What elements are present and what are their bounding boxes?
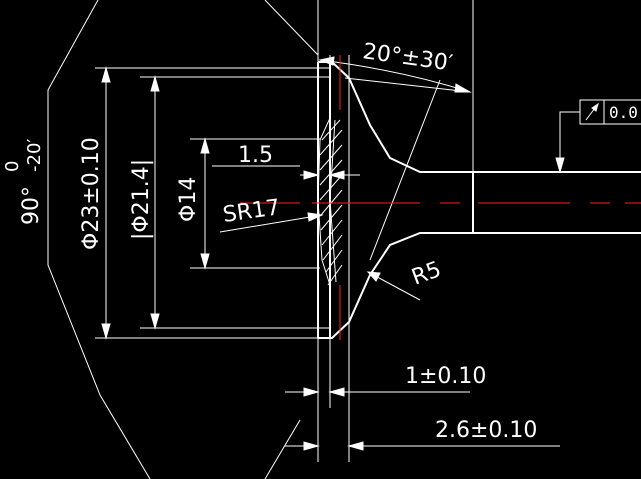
thickness-1-label: 1±0.10 [405, 364, 486, 389]
angle-arc [319, 59, 471, 93]
hatching [319, 119, 343, 286]
arrow [454, 83, 472, 93]
valve-head-top [318, 61, 473, 173]
fcf-box-value [603, 99, 641, 125]
outer-angle-label: 90° [19, 186, 44, 225]
fcf-leader [559, 111, 580, 170]
arrow [347, 441, 364, 451]
outer-polygon-lower-right [264, 419, 301, 479]
centerlines [240, 55, 641, 340]
dia-23-label: Φ23±0.10 [79, 137, 104, 250]
arrow [150, 313, 160, 330]
arrow [303, 387, 320, 397]
depth-1-5-label: 1.5 [238, 143, 273, 168]
outer-angle-tol-upper: 0 [2, 161, 23, 172]
angle-extension [344, 77, 471, 93]
arrow [101, 323, 111, 340]
arrow [200, 253, 210, 270]
arrow [307, 212, 324, 222]
arrow [303, 441, 320, 451]
recess [317, 117, 331, 286]
dia-14-label: Φ14 [176, 177, 201, 222]
arrow [318, 56, 335, 66]
arrow [150, 75, 160, 92]
arrow [303, 170, 320, 180]
leader-sr17 [219, 214, 323, 233]
fcf-value: 0.0 [609, 103, 638, 122]
outer-polygon [47, 0, 151, 479]
arrow [328, 387, 345, 397]
thickness-2-label: 2.6±0.10 [435, 418, 537, 443]
outer-angle-tol-lower: -20′ [24, 139, 45, 173]
outer-polygon-right [264, 0, 319, 56]
arrow [591, 102, 599, 112]
seat-angle-label: 20°±30′ [361, 39, 454, 76]
arrow [555, 157, 565, 174]
recess-inner [329, 119, 337, 283]
valve-head-bottom [318, 232, 473, 339]
fillet-radius-label: R5 [409, 257, 445, 291]
arrow [101, 66, 111, 83]
arrow [366, 271, 381, 282]
dia-21-4-label: |Φ21.4| [129, 159, 154, 240]
arrow [200, 137, 210, 154]
angle-line-diag [369, 79, 441, 261]
